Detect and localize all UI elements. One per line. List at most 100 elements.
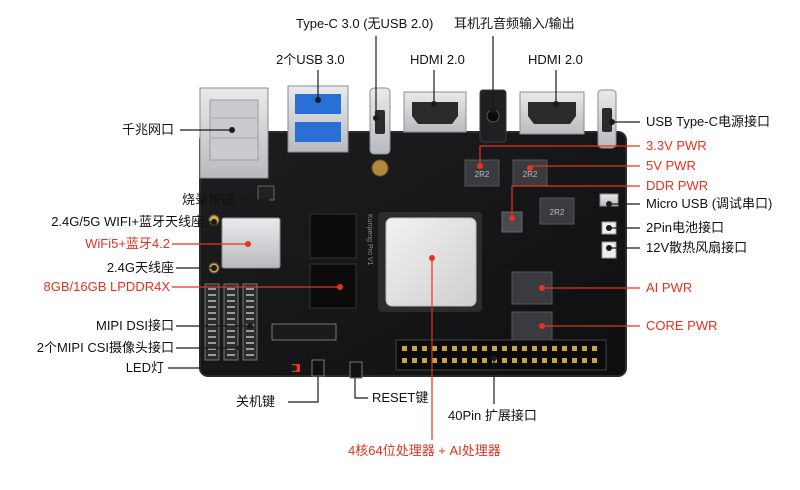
- mipi-pin: [208, 336, 216, 338]
- ethernet-port: [199, 87, 269, 179]
- gpio-pin: [462, 358, 467, 363]
- label-mipi-dsi: MIPI DSI接口: [95, 318, 174, 333]
- mipi-pin: [227, 348, 235, 350]
- label-micro-usb: Micro USB (调试串口): [646, 196, 773, 211]
- inductor-33v: 2R2: [464, 159, 500, 187]
- label-hdmi-b: HDMI 2.0: [528, 52, 583, 67]
- leader-dot-led: [291, 365, 297, 371]
- mipi-pin: [208, 312, 216, 314]
- leader-33v: [479, 145, 640, 166]
- leader-dot-dual-antenna: [211, 219, 217, 225]
- mipi-pin: [227, 294, 235, 296]
- gpio-pin: [462, 346, 467, 351]
- mipi-pin: [208, 306, 216, 308]
- mipi-pin: [227, 312, 235, 314]
- label-led: LED灯: [125, 360, 164, 375]
- gpio-pin: [522, 358, 527, 363]
- gpio-pin: [482, 346, 487, 351]
- mipi-csi-connector-2: [242, 283, 258, 361]
- mipi-pin: [227, 306, 235, 308]
- gpio-pin: [572, 346, 577, 351]
- mipi-pin: [246, 342, 254, 344]
- gpio-pin: [592, 358, 597, 363]
- leader-dot-5v: [527, 165, 533, 171]
- mipi-pin: [227, 342, 235, 344]
- inductor-ddr: 2R2: [539, 197, 575, 225]
- mipi-pin: [246, 318, 254, 320]
- gpio-pin: [562, 358, 567, 363]
- gpio-pin: [422, 346, 427, 351]
- gpio-pin: [592, 346, 597, 351]
- leader-dot-ddr: [509, 215, 515, 221]
- leader-dot-hdmi-b: [553, 101, 559, 107]
- gpio-pin: [532, 346, 537, 351]
- label-antenna24: 2.4G天线座: [106, 260, 174, 275]
- gpio-pin: [432, 358, 437, 363]
- label-wifi-bt: WiFi5+蓝牙4.2: [85, 236, 170, 251]
- mipi-pin: [208, 354, 216, 356]
- inductor-5v-marking: 2R2: [523, 170, 538, 179]
- gpio-pin: [472, 358, 477, 363]
- mipi-pin: [227, 318, 235, 320]
- label-ram: 8GB/16GB LPDDR4X: [43, 279, 170, 294]
- mipi-pin: [246, 354, 254, 356]
- mipi-pin: [227, 324, 235, 326]
- mipi-pin: [246, 288, 254, 290]
- mipi-pin: [227, 330, 235, 332]
- leader-dot-gpio40: [491, 355, 497, 361]
- inductor-5v: 2R2: [512, 159, 548, 187]
- leader-dot-mipi-csi: [237, 345, 243, 351]
- mipi-pin: [227, 288, 235, 290]
- label-ethernet: 千兆网口: [121, 122, 174, 137]
- leader-dot-ram: [337, 284, 343, 290]
- label-hdmi-a: HDMI 2.0: [410, 52, 465, 67]
- leader-power-key: [288, 376, 319, 403]
- leader-dot-ai-pwr: [539, 285, 545, 291]
- power-button: [311, 359, 325, 377]
- gpio-pin: [502, 358, 507, 363]
- gpio-pin: [492, 346, 497, 351]
- mipi-pin: [208, 330, 216, 332]
- gpio-pin: [502, 346, 507, 351]
- gpio-pin: [512, 346, 517, 351]
- ram-chip-top: [309, 213, 357, 259]
- label-reset-key: RESET键: [372, 390, 429, 405]
- gpio-pin: [542, 346, 547, 351]
- label-ddr-pwr: DDR PWR: [646, 178, 709, 193]
- leader-dot-wifi-bt: [245, 241, 251, 247]
- label-battery: 2Pin电池接口: [646, 220, 725, 235]
- reset-button: [349, 361, 363, 379]
- label-usb30: 2个USB 3.0: [276, 52, 345, 67]
- gpio-pin: [412, 358, 417, 363]
- audio-jack: [479, 89, 507, 143]
- gpio-pin: [522, 346, 527, 351]
- leader-dot-ethernet: [229, 127, 235, 133]
- gpio-pin: [582, 346, 587, 351]
- mipi-pin: [227, 354, 235, 356]
- gpio-pin: [402, 346, 407, 351]
- mipi-pin: [246, 330, 254, 332]
- leader-dot-usbc-power: [609, 119, 615, 125]
- gpio-pin: [562, 346, 567, 351]
- mipi-pin: [208, 342, 216, 344]
- soc-marking: Kunpeng Pro V1: [366, 214, 373, 265]
- leader-dot-mipi-dsi: [247, 323, 253, 329]
- gpio-pin: [452, 358, 457, 363]
- leader-dot-processor: [429, 255, 435, 261]
- label-ai-pwr: AI PWR: [646, 280, 693, 295]
- ram-chip-bottom: [309, 263, 357, 309]
- mipi-pin: [208, 324, 216, 326]
- mipi-csi-connector-1: [223, 283, 239, 361]
- mipi-pin: [246, 294, 254, 296]
- mipi-pin: [246, 336, 254, 338]
- gpio-pin: [442, 346, 447, 351]
- hdmi-port-a: [403, 91, 467, 133]
- gpio-pin: [542, 358, 547, 363]
- mipi-pin: [246, 306, 254, 308]
- mipi-pin: [246, 312, 254, 314]
- mipi-pin: [208, 348, 216, 350]
- label-typec30: Type-C 3.0 (无USB 2.0): [296, 16, 434, 31]
- mipi-pin: [246, 300, 254, 302]
- gpio-pin: [452, 346, 457, 351]
